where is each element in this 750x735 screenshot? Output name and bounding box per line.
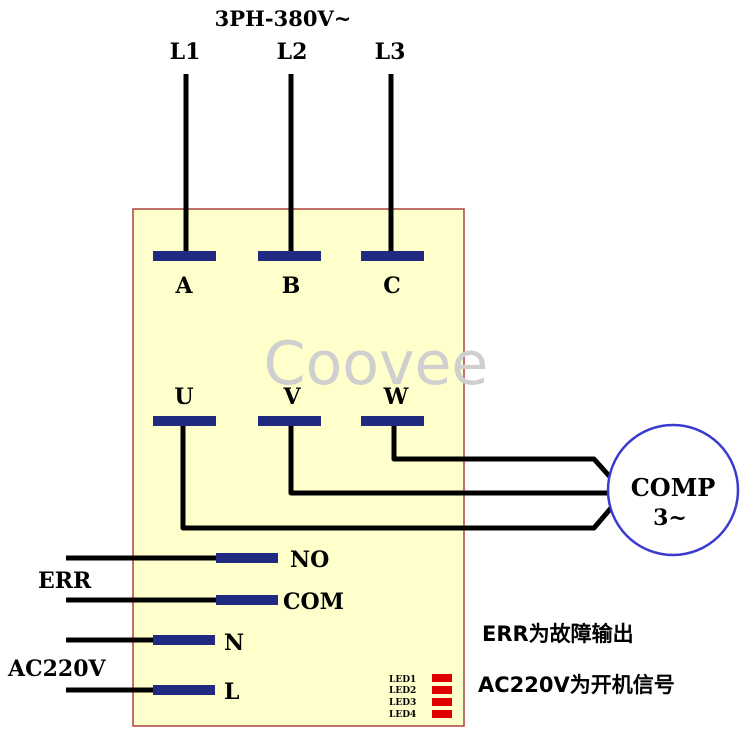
wire-u <box>180 423 613 531</box>
terminal-l <box>153 685 215 695</box>
led1-indicator <box>432 674 452 682</box>
led2-label: LED2 <box>389 686 416 696</box>
terminal-b <box>258 251 321 261</box>
led3-label: LED3 <box>389 698 416 708</box>
watermark: Coovee <box>264 329 489 399</box>
terminal-a <box>153 251 216 261</box>
terminal-no-label: NO <box>290 547 329 573</box>
terminal-u-label: U <box>174 384 193 410</box>
terminal-w-label: W <box>383 384 409 410</box>
line-l2-label: L2 <box>277 39 308 65</box>
terminal-n-label: N <box>224 630 244 656</box>
wire-w <box>391 423 613 480</box>
led3-indicator <box>432 698 452 706</box>
ac220v-group-label: AC220V <box>7 656 107 682</box>
terminal-l-label: L <box>224 679 239 705</box>
err-group-label: ERR <box>38 568 92 594</box>
led1-label: LED1 <box>389 675 416 685</box>
terminal-u <box>153 416 216 426</box>
compressor-motor <box>606 423 740 557</box>
terminal-n <box>153 635 215 645</box>
terminal-w <box>361 416 424 426</box>
motor-phase: 3~ <box>653 505 687 531</box>
terminal-b-label: B <box>282 273 301 299</box>
terminal-no <box>216 553 278 563</box>
line-l1-label: L1 <box>170 39 201 65</box>
led4-label: LED4 <box>389 710 416 720</box>
terminal-com <box>216 595 278 605</box>
note-err: ERR为故障输出 <box>482 622 634 646</box>
note-ac220v: AC220V为开机信号 <box>478 673 675 697</box>
terminal-a-label: A <box>174 273 193 299</box>
wire-v <box>288 423 611 496</box>
terminal-c <box>361 251 424 261</box>
line-l3-label: L3 <box>375 39 406 65</box>
led2-indicator <box>432 686 452 694</box>
terminal-v <box>258 416 321 426</box>
motor-name: COMP <box>631 473 716 502</box>
terminal-com-label: COM <box>283 589 344 615</box>
terminal-v-label: V <box>282 384 301 410</box>
supply-title: 3PH-380V~ <box>215 6 352 31</box>
terminal-c-label: C <box>383 273 401 299</box>
led4-indicator <box>432 710 452 718</box>
